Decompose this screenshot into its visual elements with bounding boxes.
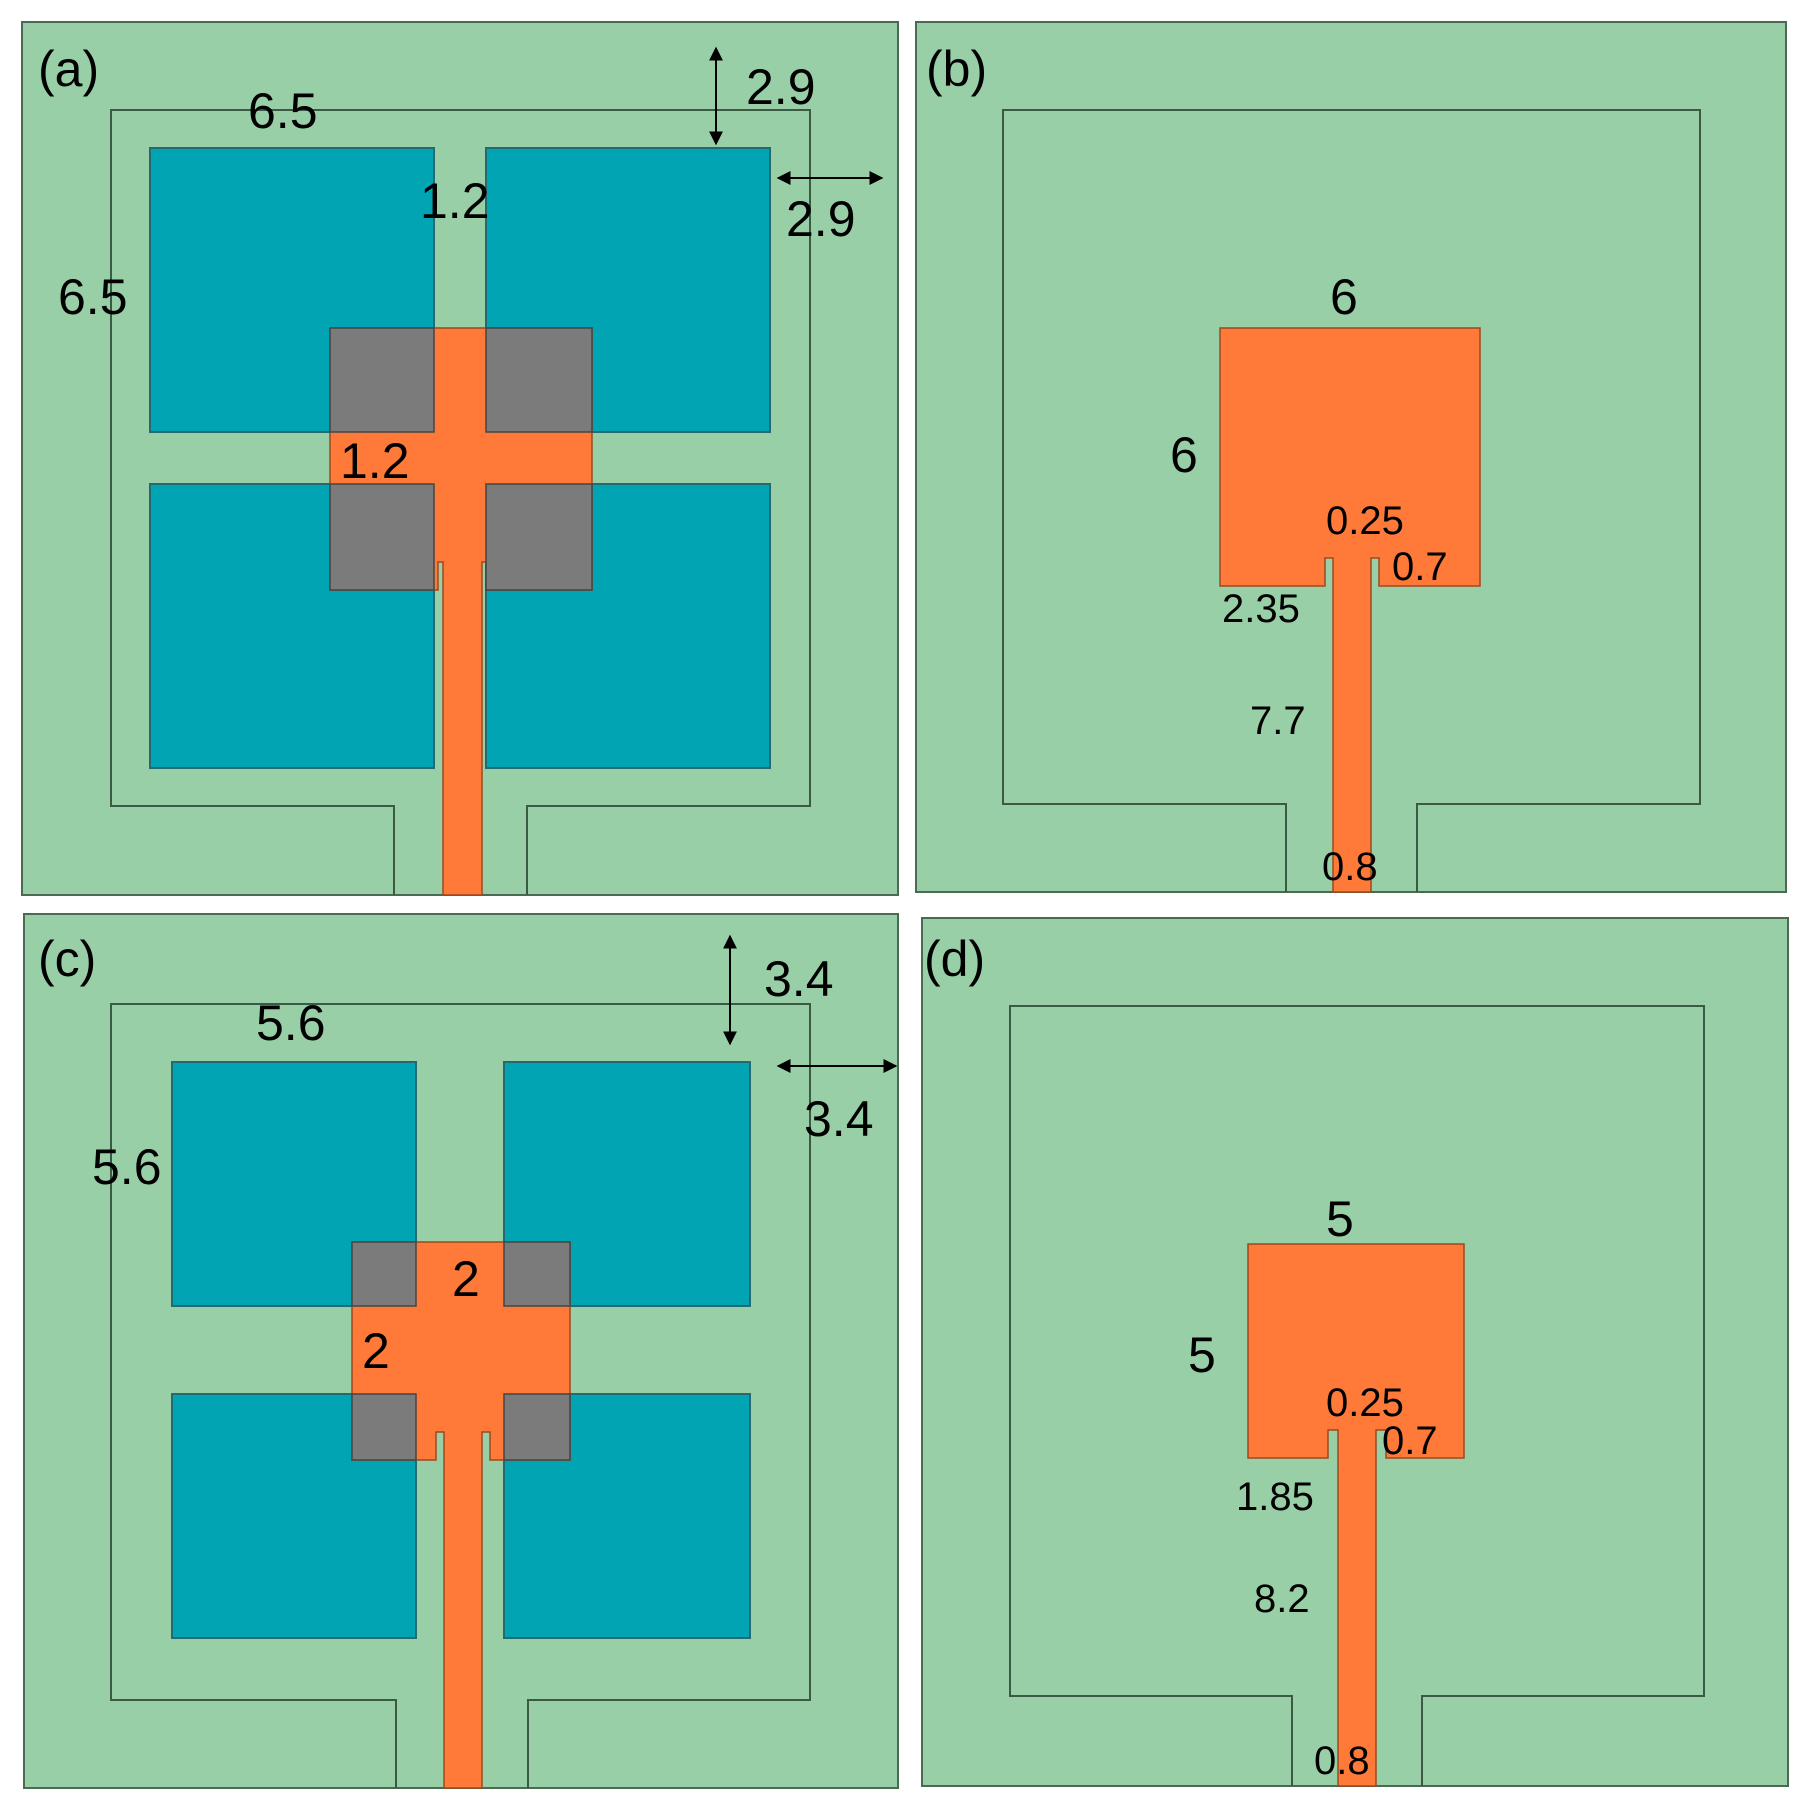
label-b-feed-length: 7.7	[1250, 699, 1306, 743]
label-b-inset-offset: 2.35	[1222, 587, 1300, 631]
ground-outline-b	[1002, 109, 1701, 892]
label-b-patch-width: 6	[1330, 269, 1358, 325]
overlap-c-bottom-left	[351, 1393, 417, 1461]
panel-d-tag: (d)	[924, 931, 985, 987]
ground-outline-c	[110, 1003, 811, 1788]
panel-b: (b) 6 6 0.25 0.7 2.35 7.7 0.8	[915, 21, 1787, 893]
panel-b-tag: (b)	[926, 41, 987, 97]
label-d-patch-width: 5	[1326, 1191, 1354, 1247]
label-c-patch-height: 5.6	[92, 1139, 162, 1195]
label-a-margin-right: 2.9	[786, 191, 856, 247]
patch-a-bottom-right	[485, 483, 771, 769]
overlap-a-top-right	[485, 327, 593, 433]
overlap-a-top-left	[329, 327, 435, 433]
label-a-margin-top: 2.9	[746, 59, 816, 115]
panel-a-tag: (a)	[38, 41, 99, 97]
panel-c-tag: (c)	[38, 931, 96, 987]
overlap-c-top-left	[351, 1241, 417, 1307]
label-c-gap-vertical: 2	[362, 1323, 390, 1379]
ground-outline-a	[110, 109, 811, 895]
label-d-slot-depth: 0.7	[1382, 1419, 1438, 1463]
panel-a: (a) 6.5 6.5 1.2 1.2 2.9 2.9	[21, 21, 899, 896]
label-d-patch-height: 5	[1188, 1327, 1216, 1383]
label-c-margin-top: 3.4	[764, 951, 834, 1007]
panel-c: (c) 5.6 5.6 2 2 3.4 3.4	[23, 913, 899, 1789]
feed-patch-d	[1247, 1243, 1465, 1787]
overlap-a-bottom-right	[485, 483, 593, 591]
label-b-feed-width: 0.8	[1322, 845, 1378, 889]
ground-outline-d	[1009, 1005, 1705, 1786]
label-a-gap-vertical: 1.2	[340, 433, 410, 489]
label-b-slot-width: 0.25	[1326, 499, 1404, 543]
label-a-patch-width: 6.5	[248, 83, 318, 139]
overlap-a-bottom-left	[329, 483, 435, 591]
label-b-patch-height: 6	[1170, 427, 1198, 483]
label-d-feed-width: 0.8	[1314, 1739, 1370, 1783]
feed-patch-b	[1219, 327, 1481, 893]
label-d-feed-length: 8.2	[1254, 1577, 1310, 1621]
overlap-c-bottom-right	[503, 1393, 571, 1461]
label-d-slot-width: 0.25	[1326, 1381, 1404, 1425]
panel-d: (d) 5 5 0.25 0.7 1.85 8.2 0.8	[921, 917, 1789, 1787]
label-a-gap-horizontal: 1.2	[420, 173, 490, 229]
label-c-patch-width: 5.6	[256, 995, 326, 1051]
label-c-margin-right: 3.4	[804, 1091, 874, 1147]
patch-a-top-right	[485, 147, 771, 433]
label-d-inset-offset: 1.85	[1236, 1475, 1314, 1519]
overlap-c-top-right	[503, 1241, 571, 1307]
label-a-patch-height: 6.5	[58, 269, 128, 325]
label-c-gap-horizontal: 2	[452, 1251, 480, 1307]
label-b-slot-depth: 0.7	[1392, 545, 1448, 589]
